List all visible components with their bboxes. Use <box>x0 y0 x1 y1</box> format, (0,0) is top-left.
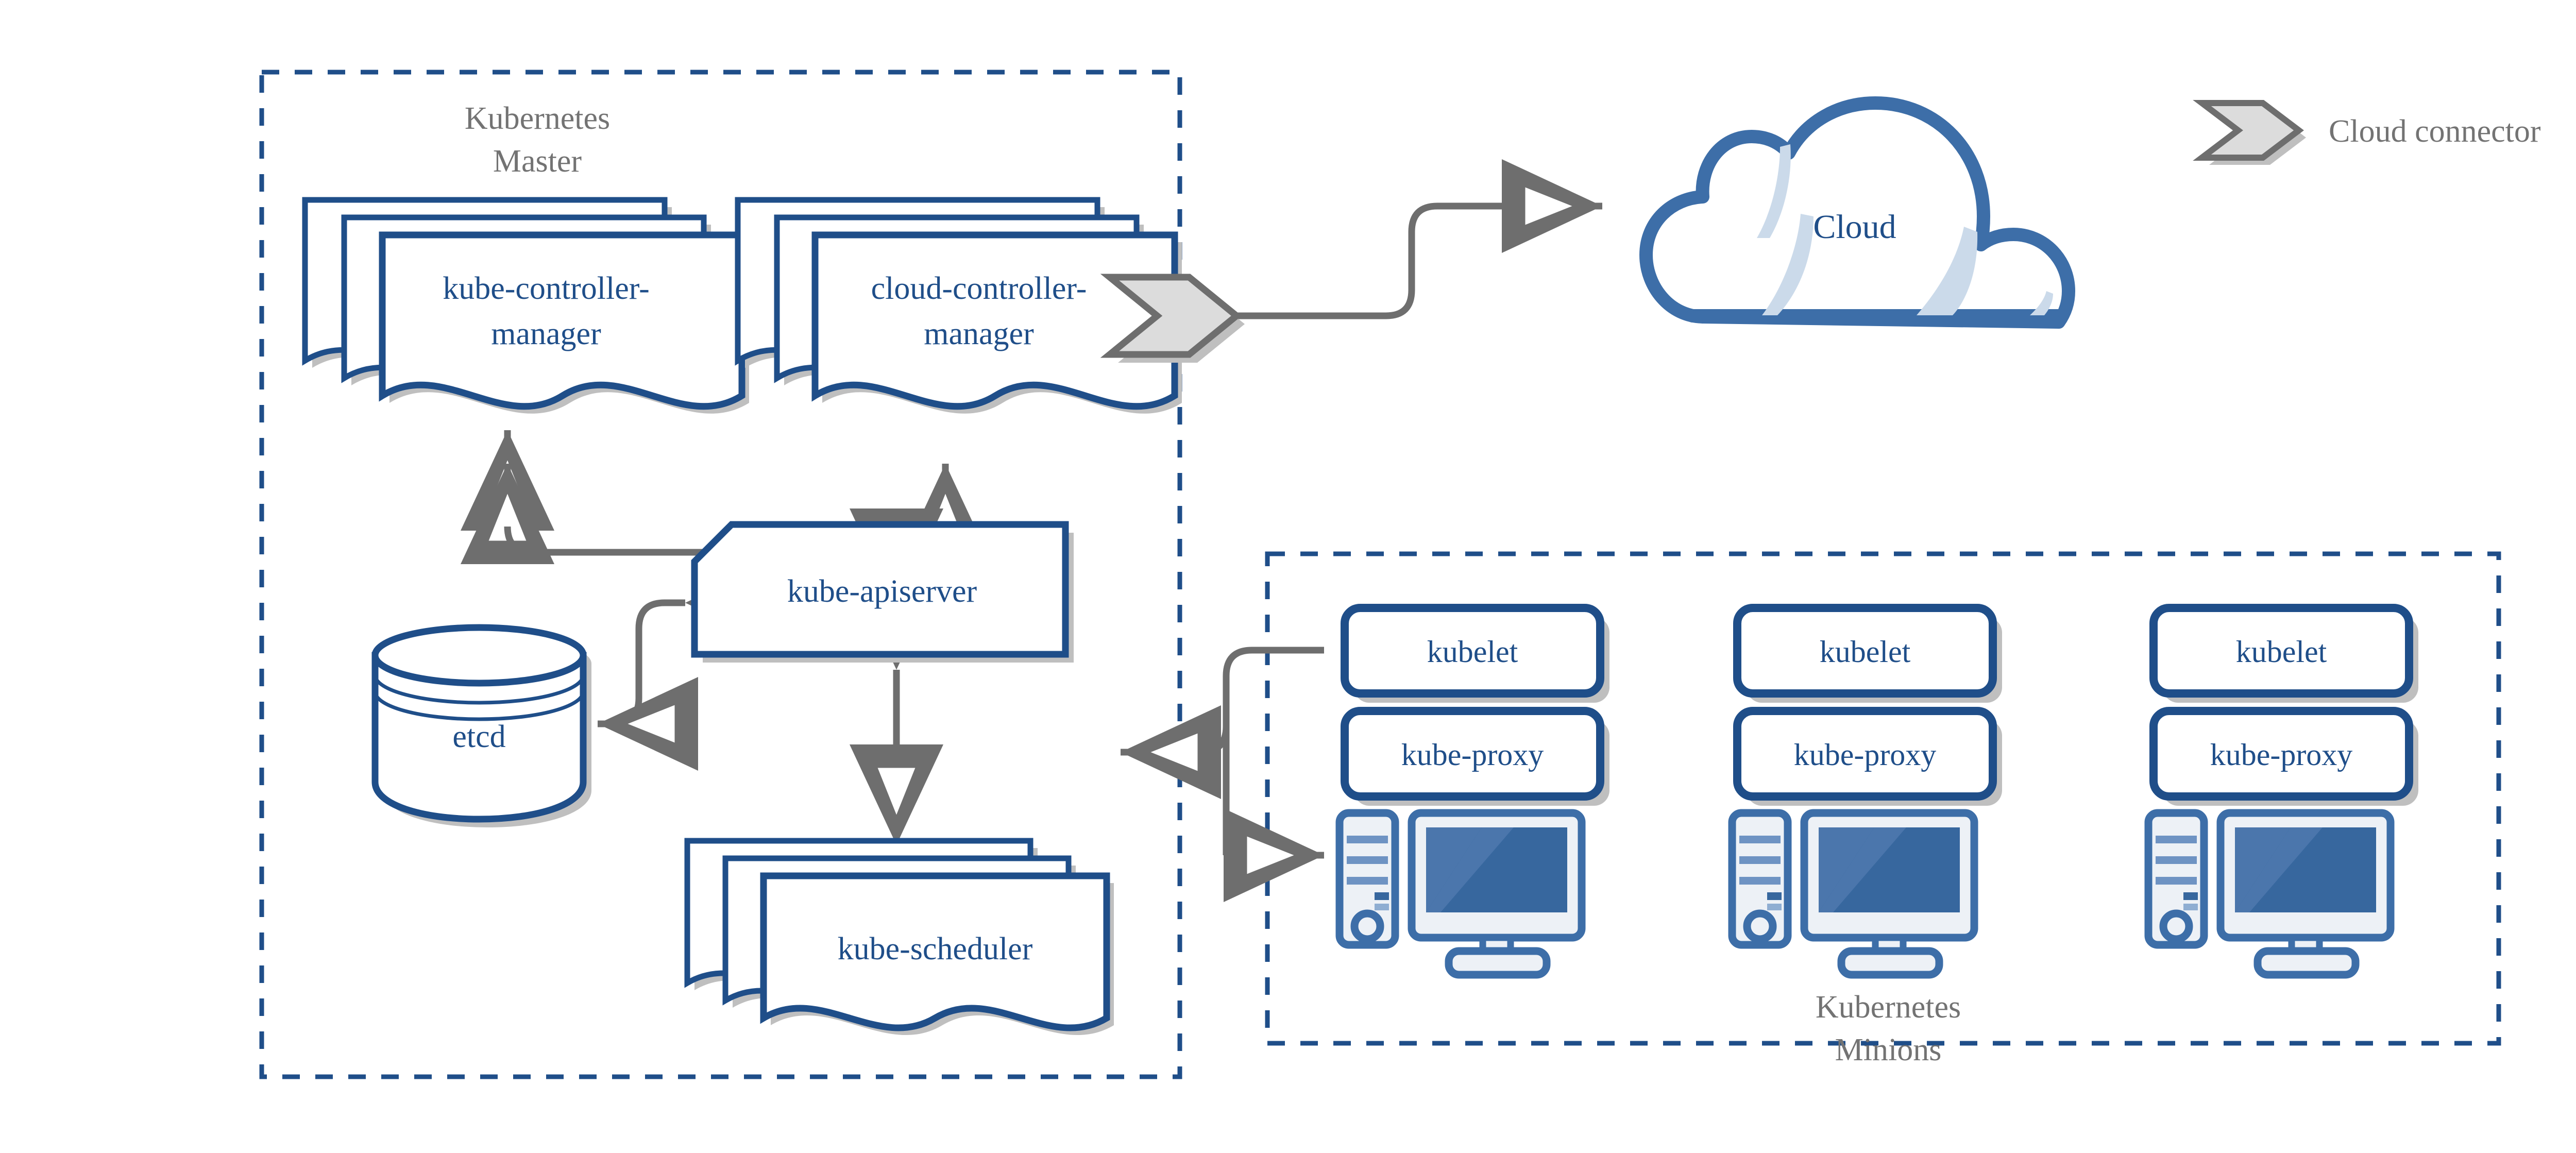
kubernetes-minions-label-line1: Kubernetes <box>1816 990 1961 1025</box>
kube-apiserver-label: kube-apiserver <box>787 574 977 609</box>
cloud-controller-manager-label-line1: cloud-controller- <box>871 271 1087 306</box>
kube-scheduler-node: kube-scheduler <box>684 838 1114 1036</box>
kube-controller-manager-label-line1: kube-controller- <box>443 271 650 306</box>
connector-ccm-to-cloud <box>1180 159 1602 319</box>
cloud-controller-manager-label-line2: manager <box>924 316 1034 351</box>
minion-1-kubelet-label: kubelet <box>1427 635 1518 669</box>
minion-node-2: kubelet kube-proxy <box>1728 604 2002 979</box>
minion-1-kube-proxy-label: kube-proxy <box>1401 738 1544 772</box>
kube-scheduler-label: kube-scheduler <box>838 931 1033 967</box>
kubernetes-master-boundary <box>259 70 1182 1079</box>
minion-node-3: kubelet kube-proxy <box>2144 604 2418 979</box>
legend-cloud-connector-label: Cloud connector <box>2329 114 2541 149</box>
kube-apiserver-node: kube-apiserver <box>691 521 1074 663</box>
legend: Cloud connector <box>2193 100 2541 165</box>
kubernetes-master-label-line2: Master <box>493 144 582 179</box>
minion-2-kubelet-label: kubelet <box>1820 635 1911 669</box>
kubernetes-master-label-line1: Kubernetes <box>465 101 610 136</box>
minion-3-computer-icon <box>2144 809 2395 979</box>
cloud-label: Cloud <box>1813 208 1896 246</box>
kube-controller-manager-label-line2: manager <box>491 316 601 351</box>
cloud-connector-icon <box>1100 274 1245 363</box>
cloud-controller-manager-node: cloud-controller- manager <box>735 197 1182 414</box>
kube-controller-manager-node: kube-controller- manager <box>302 197 749 414</box>
minion-3-kubelet-label: kubelet <box>2236 635 2327 669</box>
minion-3-kube-proxy-label: kube-proxy <box>2210 738 2353 772</box>
minion-node-1: kubelet kube-proxy <box>1335 604 1609 979</box>
minion-2-kube-proxy-label: kube-proxy <box>1794 738 1937 772</box>
etcd-node: etcd <box>371 624 591 827</box>
connector-apiserver-etcd <box>598 556 786 771</box>
legend-cloud-connector-icon <box>2193 100 2306 165</box>
connector-managers-join <box>507 433 896 525</box>
cloud-node: Cloud <box>1639 96 2075 329</box>
minion-2-computer-icon <box>1728 809 1978 979</box>
kubernetes-minions-label-line2: Minions <box>1835 1032 1942 1067</box>
minion-1-computer-icon <box>1335 809 1586 979</box>
connector-apiserver-to-minion-agents <box>1121 647 1324 902</box>
etcd-label: etcd <box>452 719 505 754</box>
